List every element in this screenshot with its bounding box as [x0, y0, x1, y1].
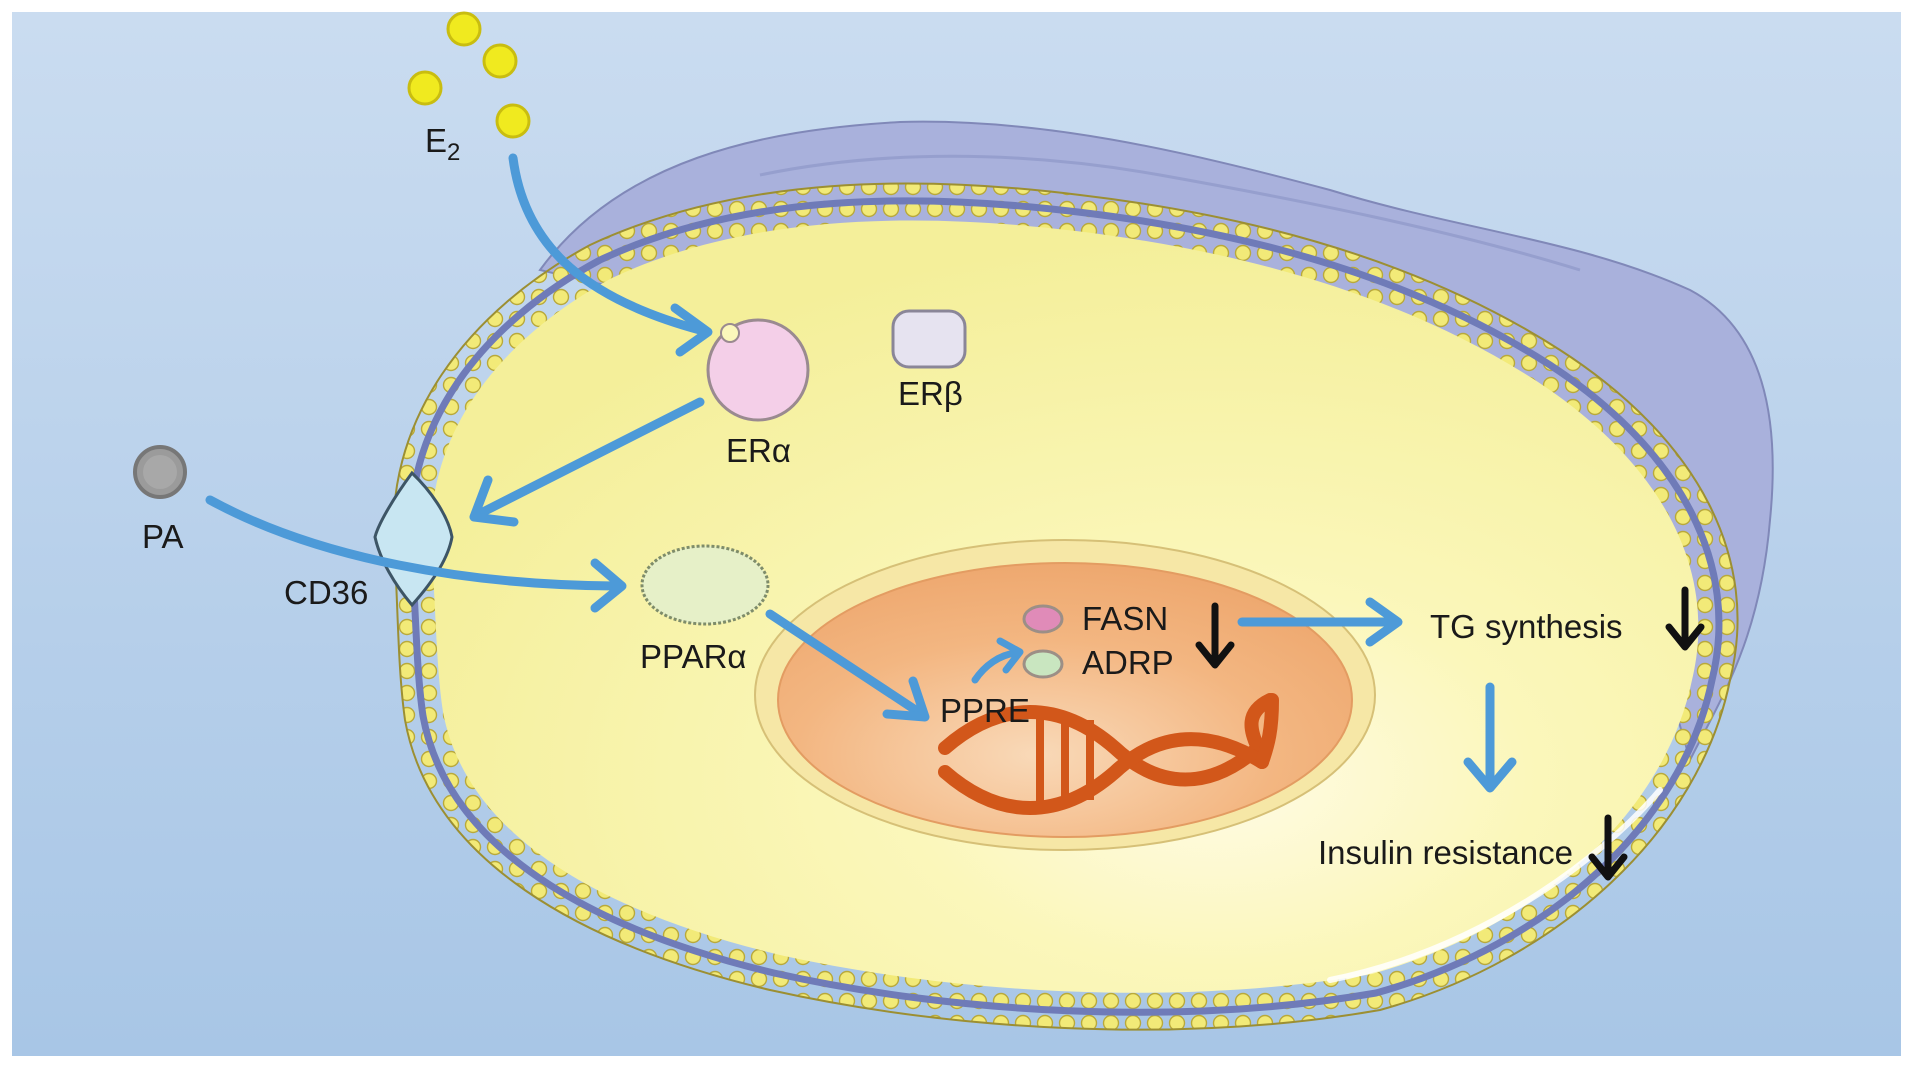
- estrogen-particles: [407, 11, 531, 139]
- arrow-era-to-cd36-head: [469, 475, 519, 527]
- ppar-alpha-receptor: [640, 544, 770, 626]
- nucleus: [777, 562, 1353, 838]
- estrogen-particle: [407, 70, 443, 106]
- cytoplasm-highlight: [1327, 787, 1663, 983]
- down-arrow-icon: [1195, 602, 1235, 669]
- er-alpha-receptor: [706, 318, 810, 422]
- arrow-tg-to-insulin-head: [1463, 757, 1517, 793]
- palmitic-acid-particle-inner: [143, 455, 177, 489]
- arrow-ppre-to-genes-head: [996, 637, 1024, 674]
- ppre-label: PPRE: [940, 692, 1030, 729]
- arrow-ppre-to-genes: [971, 649, 1019, 684]
- ppar-alpha-label: PPARα: [640, 638, 747, 675]
- fasn-label: FASN: [1082, 600, 1168, 637]
- er-alpha-label: ERα: [726, 432, 791, 469]
- er-beta-label: ERβ: [898, 375, 963, 412]
- e2-label: E2: [425, 122, 460, 166]
- cd36-label: CD36: [284, 574, 368, 611]
- er-beta-receptor: [891, 309, 967, 369]
- arrow-pa-to-ppara-head: [590, 558, 627, 613]
- estrogen-particle: [446, 11, 482, 47]
- arrow-genes-to-tg-head: [1365, 597, 1403, 647]
- cell-back-shading: [759, 154, 1581, 272]
- down-arrow-icon: [1665, 586, 1705, 651]
- dna-helix: [938, 693, 1279, 815]
- arrow-e2-to-era: [508, 153, 705, 335]
- arrow-ppara-to-ppre-head: [882, 676, 930, 722]
- arrow-ppara-to-ppre: [765, 609, 925, 718]
- fasn-dot: [1022, 604, 1064, 634]
- arrow-pa-to-ppara: [205, 495, 620, 591]
- flow-arrows: [205, 153, 1517, 793]
- adrp-label: ADRP: [1082, 644, 1174, 681]
- insulin-resistance-label: Insulin resistance: [1318, 834, 1573, 871]
- cell-membrane-core: [407, 197, 1723, 1016]
- arrow-era-to-cd36: [478, 397, 705, 517]
- down-arrow-icon: [1588, 814, 1628, 881]
- tg-synthesis-label: TG synthesis: [1430, 608, 1623, 645]
- pa-label: PA: [142, 518, 184, 555]
- adrp-dot: [1022, 649, 1064, 679]
- arrow-e2-to-era-head: [670, 303, 713, 357]
- er-alpha-binding-pocket: [720, 323, 740, 343]
- estrogen-particle: [495, 103, 531, 139]
- estrogen-particle: [482, 43, 518, 79]
